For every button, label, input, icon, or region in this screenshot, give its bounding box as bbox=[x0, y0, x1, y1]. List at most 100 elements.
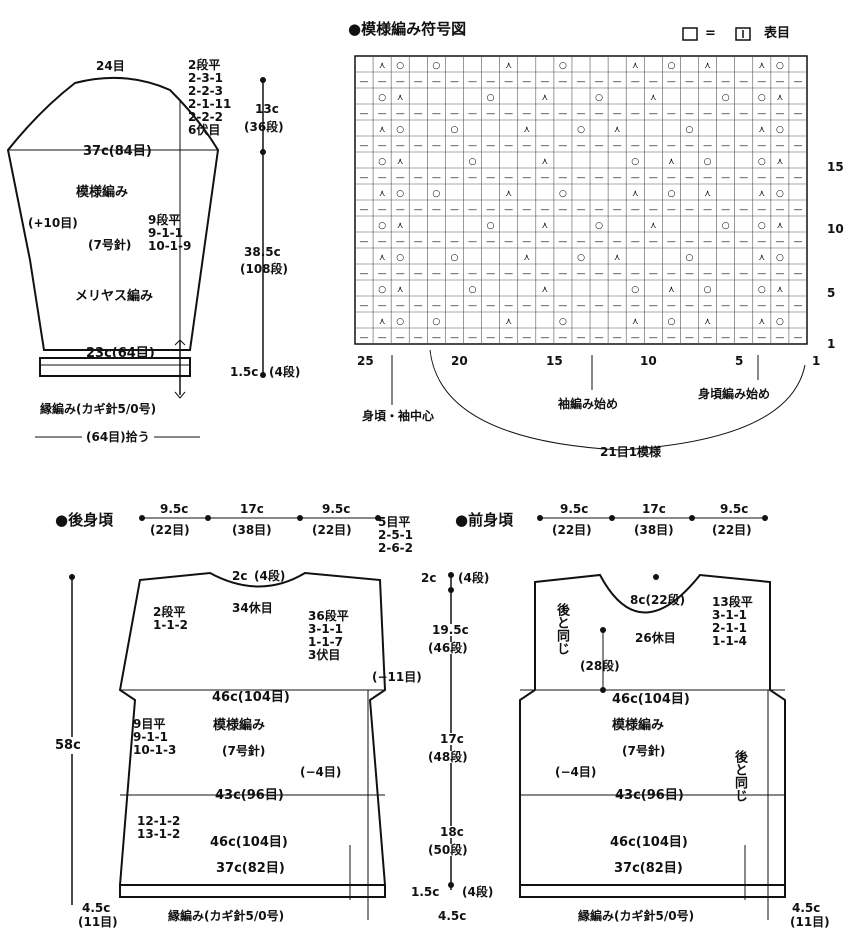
chart-symbol: ⋏ bbox=[759, 317, 766, 327]
chart-symbol: — bbox=[378, 237, 387, 247]
chart-symbol: — bbox=[360, 141, 369, 151]
chart-symbol: ⋏ bbox=[759, 125, 766, 135]
chart-symbol: ○ bbox=[577, 253, 585, 263]
chart-symbol: — bbox=[432, 109, 441, 119]
chart-symbol: — bbox=[486, 109, 495, 119]
chart-symbol: ○ bbox=[451, 253, 459, 263]
chart-symbol: ○ bbox=[667, 61, 675, 71]
sleeve-cap-rows: (36段) bbox=[244, 120, 284, 134]
col-label-15: 15 bbox=[546, 354, 563, 368]
chart-symbol: — bbox=[486, 173, 495, 183]
chart-symbol: — bbox=[649, 301, 658, 311]
chart-symbol: — bbox=[685, 301, 694, 311]
chart-title: ●模様編み符号図 bbox=[348, 20, 467, 38]
chart-symbol: ○ bbox=[667, 189, 675, 199]
chart-symbol: — bbox=[468, 109, 477, 119]
sleeve-pickup: (64目)拾う bbox=[82, 431, 154, 443]
chart-symbol: — bbox=[793, 237, 802, 247]
chart-symbol: — bbox=[649, 269, 658, 279]
chart-symbol: — bbox=[703, 141, 712, 151]
chart-symbol: — bbox=[775, 141, 784, 151]
chart-symbol: — bbox=[522, 205, 531, 215]
chart-symbol: — bbox=[450, 237, 459, 247]
chart-symbol: — bbox=[739, 301, 748, 311]
chart-symbol: — bbox=[504, 237, 513, 247]
chart-symbol: — bbox=[468, 301, 477, 311]
chart-symbol: — bbox=[793, 333, 802, 343]
back-top-right-st: (22目) bbox=[312, 523, 352, 537]
chart-symbol: — bbox=[540, 333, 549, 343]
chart-symbol: ○ bbox=[396, 61, 404, 71]
chart-symbol: — bbox=[396, 141, 405, 151]
chart-symbol: ○ bbox=[559, 61, 567, 71]
chart-symbol: — bbox=[558, 109, 567, 119]
chart-symbol: — bbox=[595, 141, 604, 151]
row-label-1: 1 bbox=[827, 337, 836, 351]
chart-symbol: ○ bbox=[686, 253, 694, 263]
chart-symbol: — bbox=[396, 301, 405, 311]
chart-symbol: — bbox=[522, 173, 531, 183]
chart-symbol: — bbox=[721, 333, 730, 343]
chart-symbol: — bbox=[721, 173, 730, 183]
chart-symbol: — bbox=[685, 205, 694, 215]
chart-symbol: ⋏ bbox=[650, 221, 657, 231]
chart-symbol: — bbox=[577, 237, 586, 247]
chart-symbol: — bbox=[396, 269, 405, 279]
back-width-chest: 46c(104目) bbox=[212, 690, 290, 705]
chart-symbol: — bbox=[577, 301, 586, 311]
back-edging: 縁編み(カギ針5/0号) bbox=[168, 909, 285, 923]
center-armhole: 19.5c bbox=[432, 623, 469, 637]
chart-symbol: — bbox=[540, 269, 549, 279]
chart-symbol: — bbox=[540, 301, 549, 311]
chart-symbol: — bbox=[360, 77, 369, 87]
chart-symbol: — bbox=[649, 77, 658, 87]
chart-symbol: — bbox=[757, 141, 766, 151]
front-neck-depth: 8c(22段) bbox=[630, 593, 686, 607]
chart-symbol: — bbox=[522, 141, 531, 151]
chart-symbol: — bbox=[721, 269, 730, 279]
chart-symbol: ○ bbox=[432, 317, 440, 327]
chart-symbol: — bbox=[414, 269, 423, 279]
chart-symbol: — bbox=[378, 205, 387, 215]
chart-symbol: — bbox=[793, 205, 802, 215]
front-edging: 縁編み(カギ針5/0号) bbox=[578, 909, 695, 923]
chart-symbol: ○ bbox=[378, 157, 386, 167]
chart-symbol: ⋏ bbox=[777, 93, 784, 103]
chart-symbol: — bbox=[468, 237, 477, 247]
chart-symbol: — bbox=[577, 333, 586, 343]
chart-symbol: — bbox=[360, 301, 369, 311]
front-width-waist: 43c(96目) bbox=[615, 788, 684, 803]
chart-symbol: ⋏ bbox=[668, 157, 675, 167]
chart-symbol: — bbox=[757, 269, 766, 279]
chart-symbol: — bbox=[432, 237, 441, 247]
chart-symbol: — bbox=[793, 173, 802, 183]
chart-symbol: — bbox=[703, 109, 712, 119]
chart-symbol: ○ bbox=[704, 285, 712, 295]
chart-symbol: ○ bbox=[758, 221, 766, 231]
chart-symbol: — bbox=[685, 237, 694, 247]
chart-symbol: — bbox=[595, 109, 604, 119]
chart-symbol: — bbox=[667, 205, 676, 215]
chart-symbol: — bbox=[504, 173, 513, 183]
chart-symbol: — bbox=[450, 109, 459, 119]
sleeve-edging bbox=[39, 357, 191, 377]
chart-symbol: ○ bbox=[378, 221, 386, 231]
chart-symbol: — bbox=[450, 333, 459, 343]
chart-symbol: — bbox=[631, 109, 640, 119]
chart-symbol: — bbox=[450, 77, 459, 87]
chart-symbol: — bbox=[739, 109, 748, 119]
center-edge-rows: (4段) bbox=[462, 885, 494, 899]
chart-symbol: ○ bbox=[722, 93, 730, 103]
chart-symbol: — bbox=[703, 77, 712, 87]
chart-symbol: — bbox=[595, 205, 604, 215]
front-waist-dec: (−4目) bbox=[555, 765, 597, 779]
chart-symbol: — bbox=[522, 301, 531, 311]
chart-symbol: — bbox=[558, 301, 567, 311]
chart-symbol: — bbox=[558, 77, 567, 87]
chart-symbol: — bbox=[703, 205, 712, 215]
chart-symbol: — bbox=[595, 173, 604, 183]
chart-symbol: — bbox=[613, 77, 622, 87]
start-body: 身頃編み始め bbox=[698, 387, 771, 401]
